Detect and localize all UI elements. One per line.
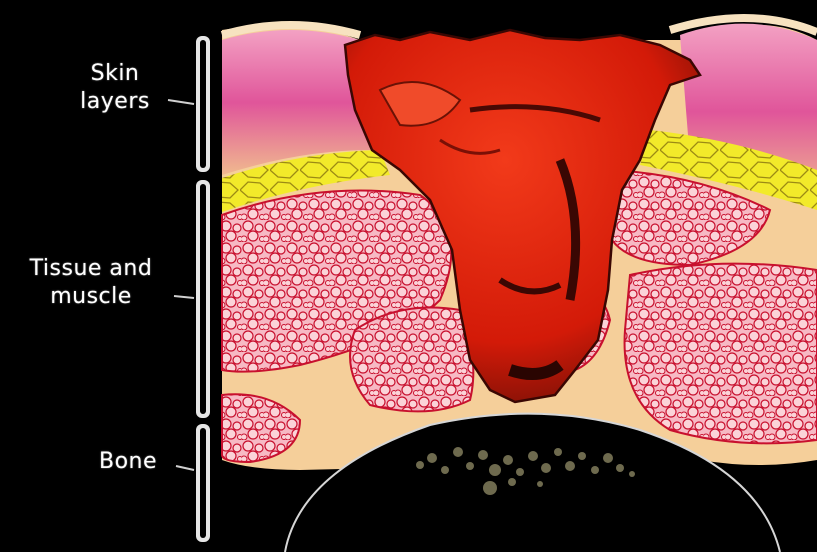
label-skin-line-1: Skin xyxy=(60,60,170,88)
label-tissue-line-1: Tissue and xyxy=(6,255,176,283)
label-tissue-line-2: muscle xyxy=(6,283,176,311)
label-tissue-and-muscle: Tissue and muscle xyxy=(6,255,176,311)
label-bone: Bone xyxy=(88,448,168,476)
label-bone-line-1: Bone xyxy=(88,448,168,476)
muscle-cluster-2 xyxy=(350,308,473,412)
muscle-cluster-4 xyxy=(625,264,817,444)
layer-brackets xyxy=(196,36,210,542)
label-skin-line-2: layers xyxy=(60,88,170,116)
label-skin-layers: Skin layers xyxy=(60,60,170,116)
